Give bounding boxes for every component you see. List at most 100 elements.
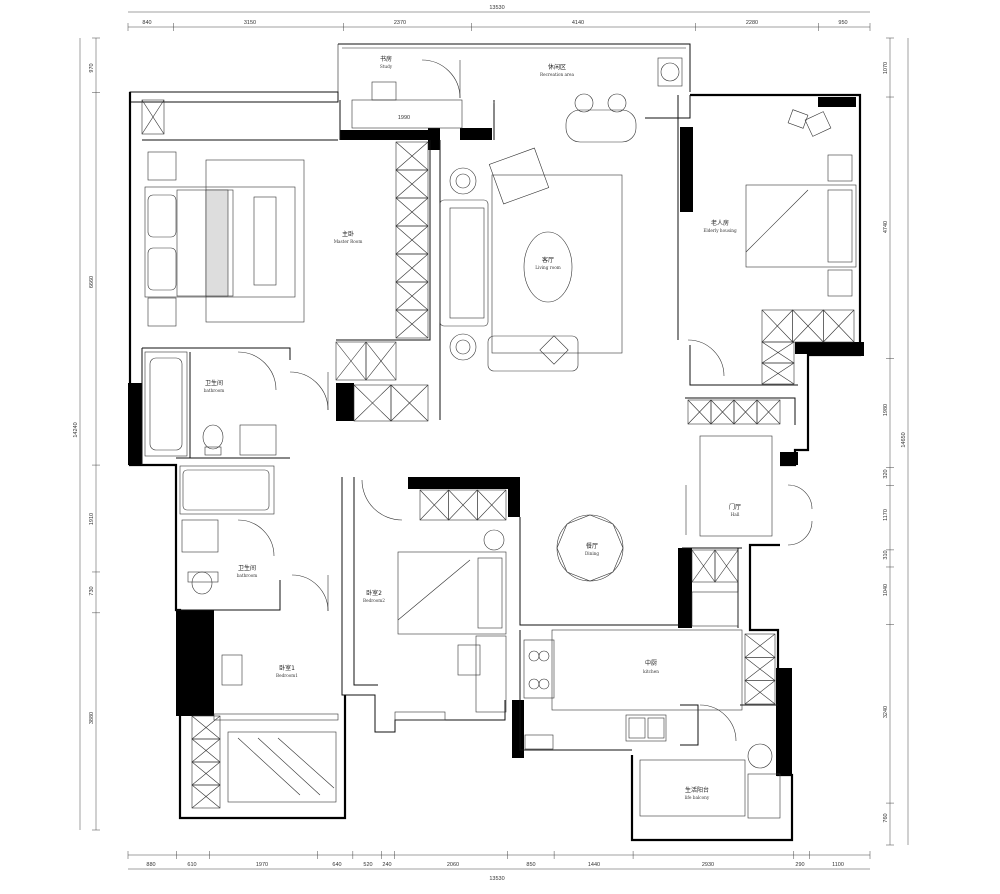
cabinet-cross [733, 399, 758, 425]
cabinet-cell [191, 784, 221, 809]
bottom-total-dim: 13530 [489, 876, 504, 882]
cabinet-cross [191, 784, 221, 809]
right-dim-8: 3240 [883, 706, 889, 718]
top-dim-4: 4140 [572, 20, 584, 26]
cabinet-cross [191, 761, 221, 786]
room-kitchen-cn: 中厨 [645, 659, 657, 667]
cabinet-cross [395, 197, 429, 227]
right-dim-2: 4740 [883, 221, 889, 233]
right-dim-5: 1170 [883, 509, 889, 521]
cabinet-cell [390, 384, 429, 422]
room-labels: 书房 Study 休闲区 Recreation area 主卧 Master R… [204, 55, 741, 800]
cabinet-cross [761, 341, 795, 364]
top-dim-5: 2280 [746, 20, 758, 26]
cabinet-cross [477, 489, 507, 521]
room-master-en: Master Room [334, 239, 363, 244]
top-dim-6: 950 [838, 20, 847, 26]
left-dim-4: 730 [89, 586, 95, 595]
room-bedroom2-cn: 卧室2 [366, 589, 382, 597]
inner-dim: 1990 [398, 115, 410, 121]
cabinet-cross [191, 738, 221, 763]
furniture [141, 57, 857, 819]
right-dim-4: 320 [883, 469, 889, 478]
room-dining-en: Dining [585, 551, 599, 556]
cabinet-cell [477, 489, 507, 521]
cabinet-cross [390, 384, 429, 422]
top-dim-3: 2370 [394, 20, 406, 26]
doors [237, 59, 813, 742]
bottom-dim-10: 2930 [702, 862, 714, 868]
left-dim-2: 6660 [89, 276, 95, 288]
top-dim-1: 840 [142, 20, 151, 26]
right-dim-6: 310 [883, 550, 889, 559]
cabinet-cross [335, 341, 367, 381]
cabinet-cross [448, 489, 478, 521]
cabinet-cell [395, 309, 429, 339]
cabinet-cross [714, 549, 739, 583]
room-hall-cn: 门厅 [729, 503, 741, 511]
cabinet-cross [744, 657, 776, 681]
dimension-lines [79, 11, 909, 870]
cabinet-cross [395, 309, 429, 339]
room-living-cn: 客厅 [542, 256, 554, 264]
room-balcony-en: life balcony [685, 795, 710, 800]
room-elderly-cn: 老人房 [711, 219, 729, 227]
cabinet-cross [395, 141, 429, 171]
bottom-dim-12: 1100 [832, 862, 844, 868]
cabinet-cross [756, 399, 781, 425]
bottom-dim-11: 290 [795, 862, 804, 868]
room-hall-en: Hall [731, 512, 740, 517]
room-dining-cn: 餐厅 [586, 542, 598, 550]
room-bath2-en: bathroom [237, 573, 258, 578]
left-dim-5: 3880 [89, 712, 95, 724]
room-bath2-cn: 卫生间 [238, 564, 256, 572]
room-master-cn: 主卧 [342, 230, 354, 238]
cabinet-cross [792, 309, 824, 343]
cabinet-cross [353, 384, 392, 422]
cabinet-cross [687, 399, 712, 425]
bottom-dim-6: 240 [382, 862, 391, 868]
cabinet-cross [365, 341, 397, 381]
top-dim-2: 3150 [244, 20, 256, 26]
right-dim-7: 1040 [883, 584, 889, 596]
right-dim-9: 760 [883, 813, 889, 822]
room-bedroom2-en: Bedroom2 [363, 598, 385, 603]
cabinet-cross [395, 253, 429, 283]
cabinet-cell [761, 362, 795, 385]
cabinet-cross [710, 399, 735, 425]
room-bath1-en: bathroom [204, 388, 225, 393]
room-study-cn: 书房 [380, 55, 392, 63]
right-dim-3: 1980 [883, 404, 889, 416]
walls [128, 43, 864, 842]
right-total-dim: 14650 [901, 432, 907, 447]
bottom-dim-2: 610 [187, 862, 196, 868]
room-study-en: Study [380, 64, 393, 69]
cabinet-cross [395, 169, 429, 199]
room-kitchen-en: kitchen [643, 669, 659, 674]
cabinet-cross [419, 489, 449, 521]
room-bedroom1-en: Bedroom1 [276, 673, 298, 678]
cabinet-cross [691, 549, 716, 583]
bottom-dim-4: 640 [332, 862, 341, 868]
left-dim-1: 970 [89, 63, 95, 72]
top-total-dim: 13530 [489, 5, 504, 11]
cabinet-cell [365, 341, 397, 381]
cabinet-cell [756, 399, 781, 425]
left-dim-3: 1910 [89, 513, 95, 525]
bottom-dim-1: 880 [146, 862, 155, 868]
cabinet-cross [761, 309, 793, 343]
bottom-dim-7: 2060 [447, 862, 459, 868]
room-elderly-en: Elderly housing [703, 228, 737, 233]
room-recreation-cn: 休闲区 [548, 63, 566, 71]
room-bedroom1-cn: 卧室1 [279, 664, 295, 672]
bottom-dim-9: 1440 [588, 862, 600, 868]
bottom-dim-5: 520 [363, 862, 372, 868]
cabinet-cross [395, 225, 429, 255]
cabinet-cross [744, 633, 776, 658]
room-living-en: Living room [535, 265, 561, 270]
cabinet-cross [395, 281, 429, 311]
room-recreation-en: Recreation area [540, 72, 575, 77]
cabinet-cell [744, 680, 776, 705]
bottom-dim-8: 850 [526, 862, 535, 868]
